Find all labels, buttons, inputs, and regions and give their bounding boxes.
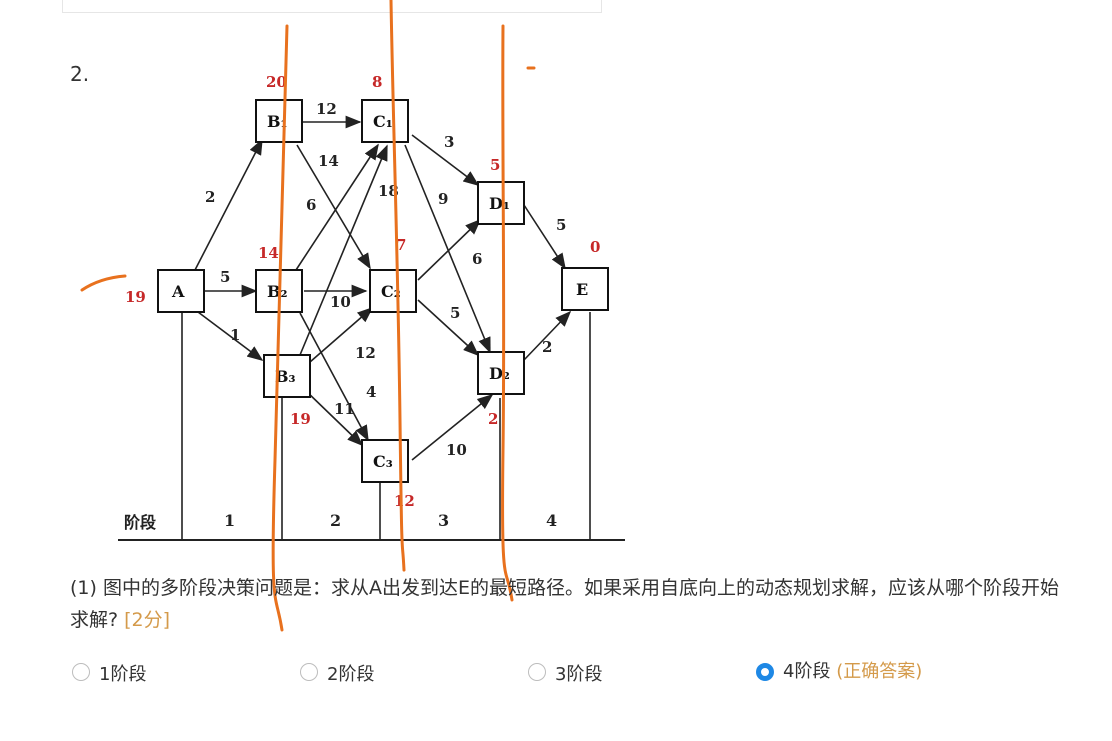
radio-option-4-selected[interactable]	[756, 663, 774, 681]
svg-text:6: 6	[472, 250, 482, 268]
node-b3: B₃	[263, 354, 311, 398]
svg-text:D₂: D₂	[489, 364, 510, 383]
edge-b1-c2	[296, 144, 371, 270]
svg-text:B₁: B₁	[267, 112, 288, 131]
edge-b3-c1	[299, 144, 388, 356]
edge-b3-c3	[304, 389, 364, 447]
edge-a-b1	[194, 138, 263, 271]
option-1[interactable]: 1阶段	[72, 660, 146, 686]
distance-labels: 19 20 14 19 8 7 12 5 2 0	[125, 73, 600, 510]
stage-frame	[118, 312, 625, 541]
edge-c3-d2	[411, 393, 494, 461]
svg-text:4: 4	[546, 511, 557, 530]
option-4-text: 4阶段 (正确答案)	[783, 660, 922, 684]
svg-text:5: 5	[490, 156, 500, 174]
score-badge: [2分]	[124, 609, 171, 631]
svg-text:2: 2	[542, 338, 552, 356]
svg-text:12: 12	[355, 344, 376, 362]
svg-text:C₃: C₃	[373, 452, 393, 471]
svg-text:阶段: 阶段	[124, 513, 157, 532]
svg-text:5: 5	[556, 216, 566, 234]
svg-text:1: 1	[224, 511, 235, 530]
svg-text:0: 0	[590, 238, 600, 256]
edge-c1-d1	[411, 134, 480, 186]
svg-text:A: A	[171, 282, 185, 301]
svg-text:14: 14	[318, 152, 339, 170]
top-card-edge	[62, 0, 602, 13]
edge-weights: 2 5 1 12 14 6 18 10 11 12 4 3 9 6 5 10 5…	[205, 100, 566, 459]
option-1-label: 1阶段	[99, 664, 147, 685]
option-4-label: 4阶段	[783, 661, 831, 682]
svg-text:14: 14	[258, 244, 279, 262]
svg-text:20: 20	[266, 73, 287, 91]
svg-text:8: 8	[372, 73, 382, 91]
edge-b3-c2	[309, 306, 374, 363]
svg-text:19: 19	[125, 288, 146, 306]
question-number: 2.	[70, 62, 90, 86]
svg-text:2: 2	[488, 410, 498, 428]
svg-text:10: 10	[446, 441, 467, 459]
question-body: (1) 图中的多阶段决策问题是：求从A出发到达E的最短路径。如果采用自底向上的动…	[70, 577, 1059, 631]
svg-text:3: 3	[438, 511, 449, 530]
edge-a-b3	[197, 311, 264, 361]
node-e: E	[561, 267, 609, 311]
svg-text:10: 10	[330, 293, 351, 311]
svg-text:C₁: C₁	[373, 112, 393, 131]
option-3[interactable]: 3阶段	[528, 660, 602, 686]
answer-options: 1阶段 2阶段 3阶段 4阶段 (正确答案)	[72, 660, 1072, 720]
svg-text:2: 2	[205, 188, 215, 206]
option-2[interactable]: 2阶段	[300, 660, 374, 686]
edge-d1-e	[523, 204, 566, 270]
svg-text:C₂: C₂	[381, 282, 401, 301]
node-a: A	[157, 269, 205, 313]
svg-text:9: 9	[438, 190, 448, 208]
graph-edges	[194, 115, 572, 461]
svg-text:11: 11	[334, 400, 355, 418]
pen-annotations	[80, 0, 536, 632]
edge-d2-e	[523, 310, 572, 361]
radio-option-1[interactable]	[72, 663, 90, 681]
edge-c1-d2	[404, 144, 491, 354]
edge-c2-d2	[417, 299, 480, 357]
svg-text:7: 7	[396, 236, 406, 254]
svg-text:2: 2	[330, 511, 341, 530]
radio-option-2[interactable]	[300, 663, 318, 681]
svg-text:B₃: B₃	[275, 367, 296, 386]
option-3-label: 3阶段	[555, 664, 603, 685]
question-text: (1) 图中的多阶段决策问题是：求从A出发到达E的最短路径。如果采用自底向上的动…	[70, 572, 1070, 636]
node-d2: D₂	[477, 351, 525, 395]
svg-text:19: 19	[290, 410, 311, 428]
svg-text:3: 3	[444, 133, 454, 151]
option-4[interactable]: 4阶段 (正确答案)	[756, 660, 926, 684]
node-d1: D₁	[477, 181, 525, 225]
svg-text:E: E	[576, 280, 588, 299]
svg-text:4: 4	[366, 383, 376, 401]
svg-text:18: 18	[378, 182, 399, 200]
edge-c2-d1	[417, 218, 482, 281]
stage-labels: 阶段 1 2 3 4	[124, 511, 557, 532]
edge-b2-c1	[295, 143, 379, 271]
svg-text:D₁: D₁	[489, 194, 510, 213]
option-2-label: 2阶段	[327, 664, 375, 685]
radio-option-3[interactable]	[528, 663, 546, 681]
svg-text:5: 5	[450, 304, 460, 322]
svg-text:12: 12	[316, 100, 337, 118]
node-c2: C₂	[369, 269, 417, 313]
svg-text:6: 6	[306, 196, 316, 214]
svg-text:12: 12	[394, 492, 415, 510]
node-b1: B₁	[255, 99, 303, 143]
svg-text:B₂: B₂	[267, 282, 288, 301]
correct-answer-note: (正确答案)	[836, 661, 923, 682]
svg-text:1: 1	[230, 326, 240, 344]
node-c1: C₁	[361, 99, 409, 143]
edge-b2-c3	[299, 312, 369, 442]
svg-text:5: 5	[220, 268, 230, 286]
